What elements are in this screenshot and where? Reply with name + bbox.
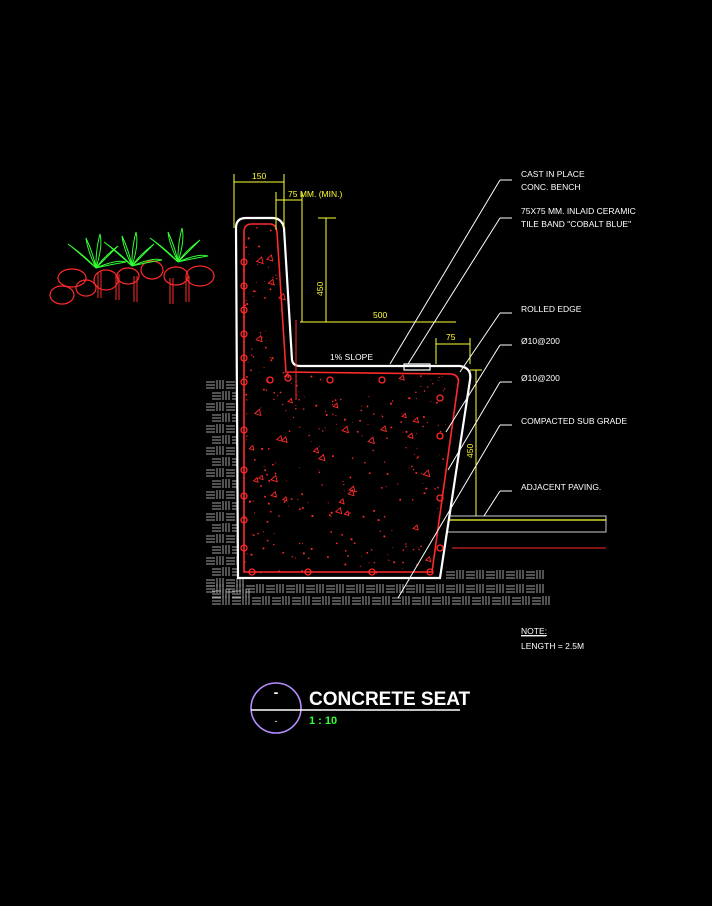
section-marker-circle [250,682,302,734]
drawing-scale: 1 : 10 [309,715,337,727]
callout-paving: ADJACENT PAVING. [521,482,601,492]
rebar-sections [240,258,444,576]
callout-leaders [389,179,512,599]
ceramic-tile-band [403,363,431,371]
title-block: - - CONCRETE SEAT 1 : 10 [250,682,471,734]
callout-tile-1: 75X75 MM. INLAID CERAMIC [521,206,636,216]
dim-seat-height: 450 [465,444,475,458]
callout-rebar-2: Ø10@200 [521,373,560,383]
bench-concrete-body [234,216,472,580]
dim-seat-depth: 500 [373,310,387,320]
drawing-title: CONCRETE SEAT [309,689,471,710]
dim-backrest-height: 450 [315,282,325,296]
planting-with-rocks [49,227,215,305]
dim-backrest-width: 150 [252,171,266,181]
callout-rebar-1: Ø10@200 [521,336,560,346]
adjacent-paving-slab [445,515,607,549]
callout-bench-2: CONC. BENCH [521,182,581,192]
concrete-aggregate [242,227,447,574]
dimension-lines [233,174,482,516]
callout-subgrade: COMPACTED SUB GRADE [521,416,627,426]
section-marker-top: - [274,684,279,700]
callout-bench-1: CAST IN PLACE [521,169,585,179]
note-heading: NOTE: [521,626,547,636]
dim-tile-offset: 75 MM. (MIN.) [288,189,342,199]
callout-tile-2: TILE BAND "COBALT BLUE" [521,219,631,229]
note-length: LENGTH = 2.5M [521,641,584,651]
dim-rolled-edge: 75 [446,332,456,342]
callout-rolled-edge: ROLLED EDGE [521,304,582,314]
section-marker-bottom: - [275,716,278,726]
slope-label: 1% SLOPE [330,352,373,362]
